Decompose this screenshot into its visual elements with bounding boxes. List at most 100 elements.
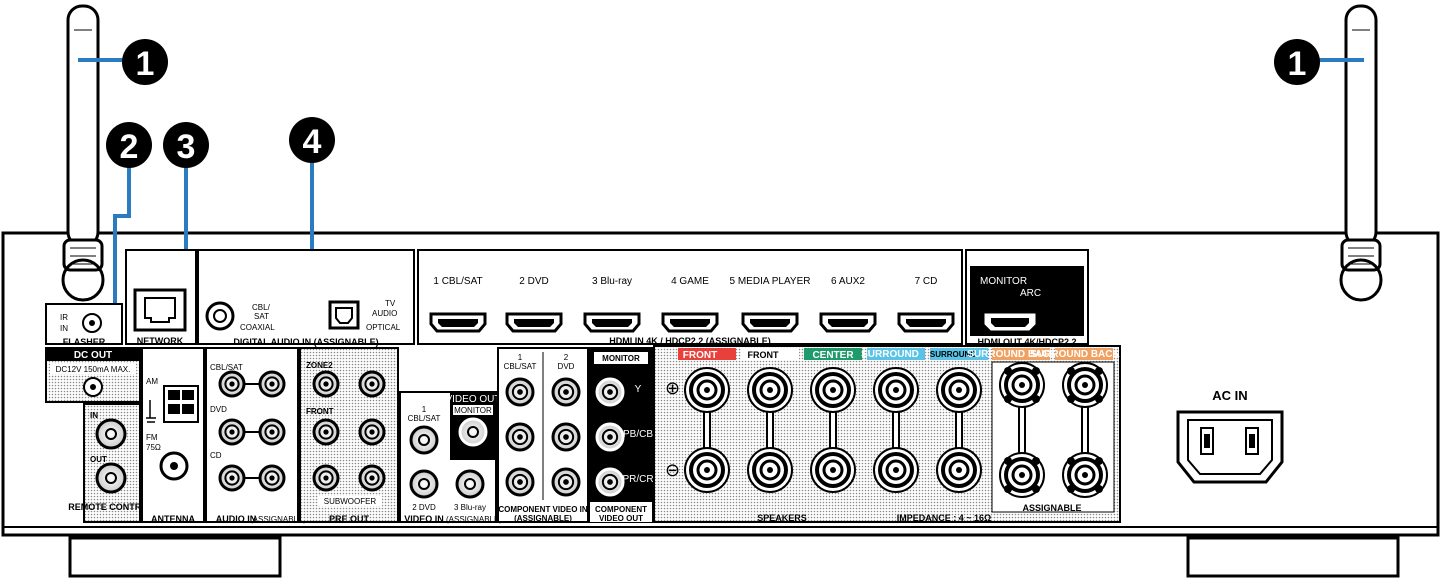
hdmi-in-port[interactable] [429,312,487,333]
coaxial-jack[interactable] [205,301,235,331]
component-in-2-jack[interactable] [551,467,581,497]
speaker-terminal[interactable] [1062,452,1108,498]
speaker-terminal[interactable] [999,452,1045,498]
speaker-terminal[interactable] [684,367,730,413]
svg-text:FRONT: FRONT [748,350,779,360]
svg-text:3: 3 [177,128,196,166]
svg-text:⊕: ⊕ [665,378,680,398]
hdmi-in-label: 1 CBL/SAT [433,276,482,287]
speaker-terminal[interactable] [936,367,982,413]
audio-in-3-r-jack[interactable] [218,464,246,492]
component-out-jack[interactable] [595,467,625,497]
svg-text:SURROUND BACK: SURROUND BACK [1030,349,1120,360]
svg-text:DVD: DVD [210,405,227,414]
audio-in-2-l-jack[interactable] [258,418,286,446]
hdmi-in-label: 5 MEDIA PLAYER [730,276,811,287]
pre-out-3-a-jack[interactable] [312,464,340,492]
component-out-jack[interactable] [595,377,625,407]
svg-text:2: 2 [564,353,569,362]
svg-text:(ASSIGNABLE): (ASSIGNABLE) [250,515,306,524]
component-out-jack[interactable] [595,422,625,452]
svg-text:AUDIO: AUDIO [372,309,397,318]
video-in-1-jack[interactable] [409,425,439,455]
callout-1-right: 1 [1274,39,1320,85]
hdmi-in-port[interactable] [583,312,641,333]
audio-in-3-l-jack[interactable] [258,464,286,492]
svg-text:CBL/SAT: CBL/SAT [210,363,243,372]
hdmi-in-label: 6 AUX2 [831,276,865,287]
svg-text:SURROUND BACK: SURROUND BACK [967,349,1057,360]
flasher-section: IR IN FLASHER [45,303,123,347]
component-in-1-jack[interactable] [505,422,535,452]
hdmi-in-port[interactable] [897,312,955,333]
audio-in-1-l-jack[interactable] [258,370,286,398]
component-in-2-jack[interactable] [551,422,581,452]
audio-in-2-r-jack[interactable] [218,418,246,446]
svg-text:CBL/: CBL/ [252,303,271,312]
remote-out-jack[interactable] [95,462,127,494]
svg-text:ARC: ARC [1020,288,1041,299]
video-in-3-jack[interactable] [455,469,485,499]
speakers-section: ⊕ ⊖ FRONT FRONT CENTER SURROUND SURROUND… [653,345,1121,523]
svg-text:DIGITAL AUDIO IN (ASSIGNABLE): DIGITAL AUDIO IN (ASSIGNABLE) [233,337,378,347]
svg-text:COAXIAL: COAXIAL [240,323,275,332]
video-in-2-jack[interactable] [409,469,439,499]
component-in-1-jack[interactable] [505,467,535,497]
speaker-terminal[interactable] [810,367,856,413]
speaker-terminal[interactable] [747,447,793,493]
hdmi-out-section: MONITOR ARC HDMI OUT 4K/HDCP2.2 [965,249,1089,347]
svg-text:OUT: OUT [90,455,107,464]
svg-text:PB/CB: PB/CB [623,429,653,440]
pre-out-2-a-jack[interactable] [312,418,340,446]
speaker-terminal[interactable] [810,447,856,493]
speaker-terminal[interactable] [873,367,919,413]
speaker-terminal[interactable] [999,362,1045,408]
antenna-section: AM FM 75Ω ANTENNA [141,347,205,524]
component-in-2-jack[interactable] [551,377,581,407]
antenna-right [1339,4,1383,302]
pre-out-1-a-jack[interactable] [312,370,340,398]
speaker-terminal[interactable] [936,447,982,493]
hdmi-in-port[interactable] [819,312,877,333]
svg-text:DC12V 150mA MAX.: DC12V 150mA MAX. [56,365,131,374]
svg-text:PR/CR: PR/CR [622,474,653,485]
hdmi-in-label: 7 CD [915,276,938,287]
svg-text:SUBWOOFER: SUBWOOFER [324,497,377,506]
callout-1-left: 1 [122,39,168,85]
speaker-terminal[interactable] [747,367,793,413]
hdmi-in-port[interactable] [741,312,799,333]
pre-out-1-b-jack[interactable] [358,370,386,398]
pre-out-3-b-jack[interactable] [358,464,386,492]
hdmi-in-label: 4 GAME [671,276,709,287]
audio-in-1-r-jack[interactable] [218,370,246,398]
speaker-terminal[interactable] [684,447,730,493]
svg-text:FM: FM [146,433,158,442]
component-video-in-section: 1 CBL/SAT 2 DVD COMPONENT VIDEO IN (ASSI… [497,347,589,523]
svg-text:1: 1 [136,45,155,83]
svg-text:CD: CD [210,451,222,460]
svg-text:ZONE2: ZONE2 [306,361,333,370]
pre-out-2-b-jack[interactable] [358,418,386,446]
hdmi-in-port[interactable] [505,312,563,333]
svg-text:COMPONENT: COMPONENT [595,505,647,514]
svg-text:AUDIO IN: AUDIO IN [216,514,257,524]
hdmi-in-port[interactable] [661,312,719,333]
video-out-monitor-jack[interactable] [458,417,488,447]
svg-text:VIDEO OUT: VIDEO OUT [445,394,500,405]
svg-text:4: 4 [303,123,322,161]
svg-text:CENTER: CENTER [812,350,854,361]
svg-text:SURROUND: SURROUND [861,349,919,360]
svg-text:2: 2 [120,128,139,166]
remote-in-jack[interactable] [95,418,127,450]
ethernet-port[interactable] [133,288,187,332]
component-in-1-jack[interactable] [505,377,535,407]
svg-text:1: 1 [518,353,523,362]
svg-text:SPEAKERS: SPEAKERS [757,513,807,523]
ac-in-section: AC IN [1176,388,1284,484]
optical-jack[interactable] [328,300,360,330]
svg-text:VIDEO IN: VIDEO IN [404,514,444,524]
speaker-terminal[interactable] [873,447,919,493]
speaker-terminal[interactable] [1062,362,1108,408]
